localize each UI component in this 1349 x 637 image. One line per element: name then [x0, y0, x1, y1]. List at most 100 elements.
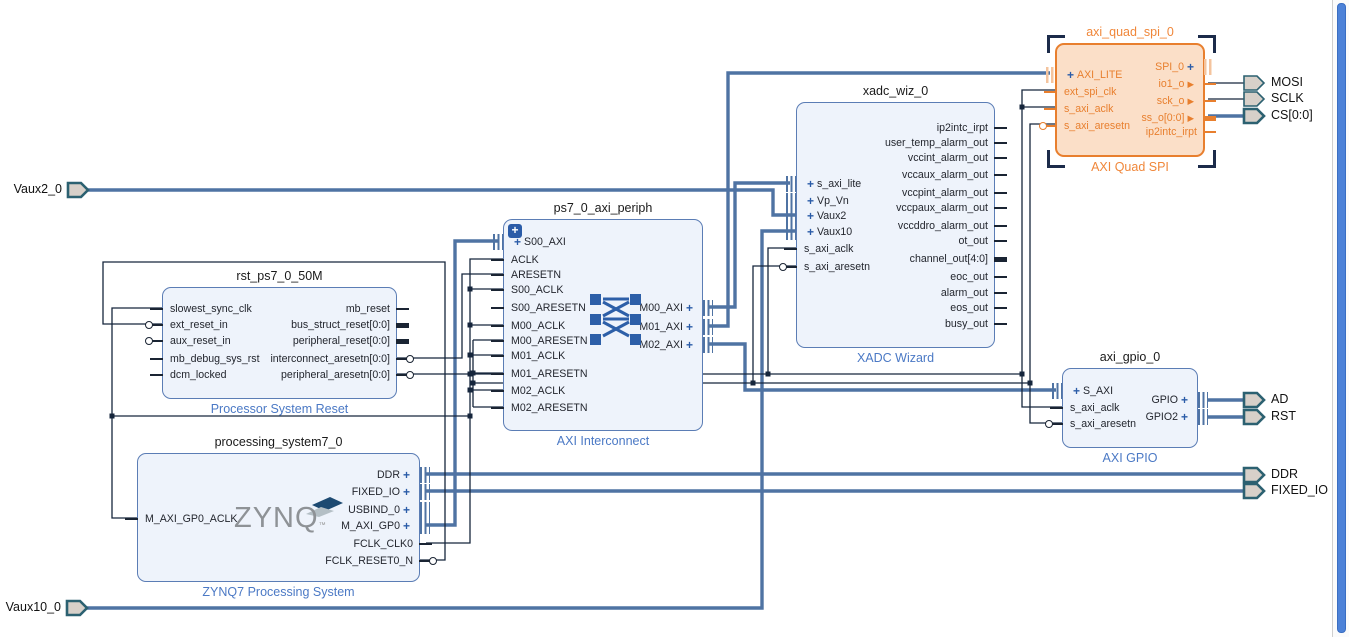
pin-stub[interactable] — [419, 560, 432, 562]
block-instance-title[interactable]: ps7_0_axi_periph — [553, 201, 653, 215]
net-bus-Vaux10_0[interactable] — [84, 229, 796, 610]
port-M01_ACLK[interactable]: M01_ACLK — [511, 349, 565, 363]
port-ACLK[interactable]: ACLK — [511, 253, 539, 267]
net-bus-M02_AXI[interactable] — [708, 342, 1056, 392]
port-M00_AXI[interactable]: +M00_AXI — [639, 301, 696, 315]
vertical-scrollbar-thumb[interactable] — [1337, 3, 1346, 633]
block-instance-title[interactable]: xadc_wiz_0 — [862, 84, 929, 98]
port-S00_ARESETN[interactable]: S00_ARESETN — [511, 301, 586, 315]
pin-stub[interactable] — [125, 518, 138, 520]
port-interconnect_aresetn[0:0][interactable]: interconnect_aresetn[0:0] — [270, 352, 390, 366]
pin-stub[interactable] — [994, 142, 1007, 144]
net-bus-Vaux2_0[interactable] — [86, 188, 796, 217]
net-clk[interactable] — [426, 258, 503, 544]
net-bus-M01_AXI[interactable] — [708, 71, 1050, 328]
pin-interface-stub[interactable] — [703, 337, 713, 353]
port-Vaux2[interactable]: +Vaux2 — [804, 209, 846, 223]
pin-interface-stub[interactable] — [420, 467, 430, 483]
pin-stub[interactable] — [491, 274, 504, 276]
port-M_AXI_GP0_ACLK[interactable]: M_AXI_GP0_ACLK — [145, 512, 237, 526]
pin-circle[interactable] — [145, 336, 153, 345]
port-USBIND_0[interactable]: +USBIND_0 — [348, 503, 413, 517]
pin-circle[interactable] — [406, 354, 414, 363]
external-port-DDR[interactable] — [1242, 466, 1266, 484]
pin-stub[interactable] — [491, 407, 504, 409]
pin-bus-stub[interactable] — [1203, 115, 1216, 121]
pin-stub[interactable] — [1050, 423, 1063, 425]
port-sck_o[interactable]: ▶sck_o — [1157, 94, 1197, 108]
port-DDR[interactable]: +DDR — [377, 468, 413, 482]
port-S00_AXI[interactable]: +S00_AXI — [511, 235, 566, 249]
port-slowest_sync_clk[interactable]: slowest_sync_clk — [170, 302, 252, 316]
port-alarm_out[interactable]: alarm_out — [941, 286, 988, 300]
net-clk[interactable] — [111, 307, 162, 416]
pin-stub[interactable] — [1044, 125, 1057, 127]
pin-stub[interactable] — [150, 324, 163, 326]
pin-interface-stub[interactable] — [493, 234, 503, 250]
pin-circle[interactable] — [145, 320, 153, 329]
external-port-FIXED_IO[interactable] — [1242, 482, 1266, 500]
port-ss_o[0:0][interactable]: ▶ss_o[0:0] — [1141, 111, 1197, 125]
port-Vp_Vn[interactable]: +Vp_Vn — [804, 194, 849, 208]
port-vccpaux_alarm_out[interactable]: vccpaux_alarm_out — [896, 201, 988, 215]
pin-stub[interactable] — [1044, 91, 1057, 93]
port-ot_out[interactable]: ot_out — [959, 234, 988, 248]
port-M01_AXI[interactable]: +M01_AXI — [639, 320, 696, 334]
net-clk[interactable] — [1021, 374, 1062, 408]
port-vccddro_alarm_out[interactable]: vccddro_alarm_out — [898, 219, 988, 233]
port-M02_ARESETN[interactable]: M02_ARESETN — [511, 401, 588, 415]
port-FIXED_IO[interactable]: +FIXED_IO — [352, 485, 413, 499]
pin-stub[interactable] — [150, 340, 163, 342]
pin-stub[interactable] — [491, 289, 504, 291]
pin-stub[interactable] — [994, 127, 1007, 129]
pin-bus-stub[interactable] — [994, 256, 1007, 262]
pin-stub[interactable] — [419, 543, 432, 545]
external-port-RST[interactable] — [1242, 408, 1266, 426]
expand-plus-badge[interactable]: + — [508, 224, 522, 238]
pin-stub[interactable] — [396, 358, 409, 360]
port-FCLK_RESET0_N[interactable]: FCLK_RESET0_N — [325, 554, 413, 568]
net-interconnect_aresetn[interactable] — [397, 273, 503, 359]
pin-stub[interactable] — [150, 358, 163, 360]
vertical-scrollbar-track[interactable] — [1332, 0, 1349, 637]
pin-stub[interactable] — [150, 308, 163, 310]
port-M_AXI_GP0[interactable]: +M_AXI_GP0 — [341, 519, 413, 533]
pin-stub[interactable] — [396, 308, 409, 310]
port-eos_out[interactable]: eos_out — [950, 301, 988, 315]
pin-stub[interactable] — [994, 240, 1007, 242]
pin-interface-stub[interactable] — [786, 208, 796, 224]
pin-circle[interactable] — [406, 370, 414, 379]
port-s_axi_aclk[interactable]: s_axi_aclk — [804, 242, 853, 256]
pin-stub[interactable] — [994, 292, 1007, 294]
port-FCLK_CLK0[interactable]: FCLK_CLK0 — [354, 537, 413, 551]
pin-interface-stub[interactable] — [420, 502, 430, 518]
port-aux_reset_in[interactable]: aux_reset_in — [170, 334, 231, 348]
port-s_axi_aclk[interactable]: s_axi_aclk — [1070, 401, 1119, 415]
port-vccint_alarm_out[interactable]: vccint_alarm_out — [908, 151, 988, 165]
port-eoc_out[interactable]: eoc_out — [950, 270, 988, 284]
block-instance-title[interactable]: axi_gpio_0 — [1099, 350, 1161, 364]
port-vccaux_alarm_out[interactable]: vccaux_alarm_out — [902, 168, 988, 182]
port-M02_ACLK[interactable]: M02_ACLK — [511, 384, 565, 398]
pin-stub[interactable] — [491, 259, 504, 261]
pin-interface-stub[interactable] — [703, 319, 713, 335]
pin-stub[interactable] — [994, 207, 1007, 209]
pin-stub[interactable] — [491, 390, 504, 392]
port-AXI_LITE[interactable]: +AXI_LITE — [1064, 68, 1122, 82]
block-instance-title[interactable]: axi_quad_spi_0 — [1086, 25, 1174, 39]
pin-stub[interactable] — [491, 340, 504, 342]
block-processing_system7_0[interactable]: M_AXI_GP0_ACLK +DDR +FIXED_IO +USBIND_0 +M_A… — [125, 453, 437, 582]
net-clk[interactable] — [1021, 89, 1055, 374]
port-S00_ACLK[interactable]: S00_ACLK — [511, 283, 563, 297]
pin-interface-stub[interactable] — [786, 176, 796, 192]
external-port-MOSI[interactable] — [1243, 75, 1266, 91]
port-M01_ARESETN[interactable]: M01_ARESETN — [511, 367, 588, 381]
pin-stub[interactable] — [491, 355, 504, 357]
port-M02_AXI[interactable]: +M02_AXI — [639, 338, 696, 352]
pin-stub[interactable] — [994, 323, 1007, 325]
pin-bus-stub[interactable] — [396, 322, 409, 328]
